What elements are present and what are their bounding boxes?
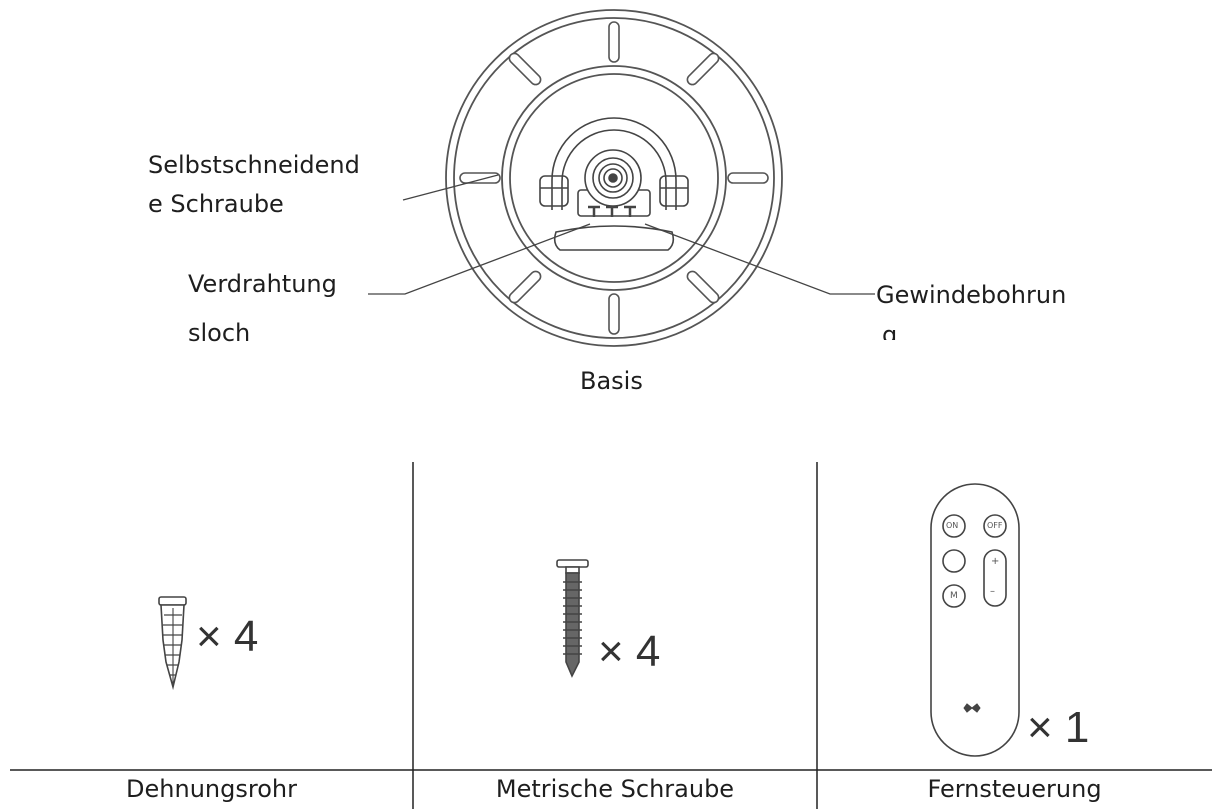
callout-lines (368, 174, 875, 295)
callout-wiring-hole-line2: sloch (188, 319, 251, 347)
callout-wiring-hole-line1: Verdrahtung (188, 270, 337, 298)
center-mechanism (539, 117, 689, 251)
accessory-name-metric-screw: Metrische Schraube (495, 775, 735, 803)
remote-on-label: ON (946, 521, 959, 530)
expansion-tube-icon (158, 596, 187, 691)
expansion-tube-quantity: × 4 (196, 612, 259, 661)
mounting-slots (459, 21, 769, 335)
remote-minus-label: – (990, 586, 995, 597)
remote-control-icon (930, 483, 1020, 757)
callout-self-tapping-screw-line2: e Schraube (148, 190, 284, 218)
remote-quantity: × 1 (1027, 703, 1090, 752)
base-plate (445, 9, 783, 347)
table-grid (10, 462, 1212, 809)
metric-screw-icon (556, 559, 589, 678)
callout-threaded-hole-line2: g (882, 321, 898, 340)
remote-off-label: OFF (987, 521, 1003, 530)
remote-plus-label: + (991, 556, 1000, 567)
metric-screw-quantity: × 4 (598, 627, 661, 676)
remote-mode-label: M (950, 591, 958, 601)
callout-self-tapping-screw-line1: Selbstschneidend (148, 151, 360, 179)
callout-threaded-hole-line1: Gewindebohrun (876, 281, 1067, 309)
accessory-name-remote: Fernsteuerung (927, 775, 1102, 803)
base-caption: Basis (580, 367, 643, 395)
accessory-name-expansion-tube: Dehnungsrohr (126, 775, 297, 803)
